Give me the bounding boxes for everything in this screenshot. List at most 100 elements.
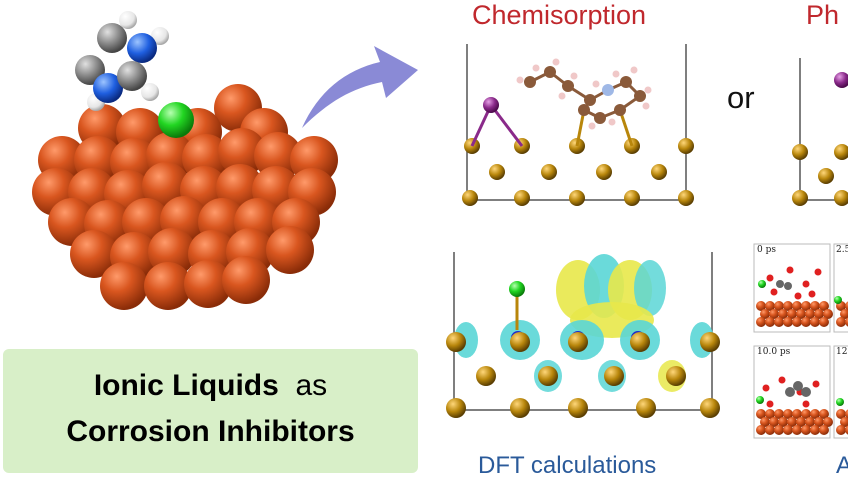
surface-atom bbox=[700, 398, 720, 418]
charge-density-lobe bbox=[634, 260, 666, 316]
surface-atom bbox=[834, 144, 848, 160]
copper-atom bbox=[218, 128, 266, 176]
md-copper-atom bbox=[845, 425, 848, 435]
md-copper-atom bbox=[774, 301, 784, 311]
md-copper-atom bbox=[810, 425, 820, 435]
hydrogen-atom bbox=[642, 102, 650, 110]
molecule-atom bbox=[620, 76, 632, 88]
surface-atom bbox=[678, 190, 694, 206]
md-copper-atom bbox=[765, 425, 775, 435]
surface-atom bbox=[476, 366, 496, 386]
physisorption-title-partial: Ph bbox=[806, 0, 840, 30]
dft-charge-density-panel bbox=[446, 252, 720, 418]
surface-atom bbox=[651, 164, 667, 180]
md-copper-atom bbox=[805, 309, 815, 319]
md-oxygen-atom bbox=[766, 400, 774, 408]
md-copper-atom bbox=[783, 425, 793, 435]
surface-atom bbox=[568, 398, 588, 418]
md-copper-atom bbox=[823, 417, 833, 427]
surface-atom bbox=[792, 144, 808, 160]
md-copper-atom bbox=[778, 309, 788, 319]
md-copper-atom bbox=[819, 317, 829, 327]
md-copper-atom bbox=[814, 417, 824, 427]
md-copper-atom bbox=[783, 301, 793, 311]
md-copper-atom bbox=[774, 409, 784, 419]
md-copper-atom bbox=[756, 409, 766, 419]
md-time-label: 0 ps bbox=[757, 245, 776, 255]
hydrogen-atom bbox=[630, 66, 638, 74]
md-oxygen-atom bbox=[812, 380, 820, 388]
surface-atom bbox=[604, 366, 624, 386]
hydrogen-atom bbox=[612, 70, 620, 78]
md-copper-atom bbox=[760, 309, 770, 319]
surface-atom bbox=[514, 190, 530, 206]
chemisorption-title: Chemisorption bbox=[472, 0, 647, 30]
surface-atom bbox=[569, 190, 585, 206]
md-copper-atom bbox=[792, 301, 802, 311]
md-copper-atom bbox=[765, 317, 775, 327]
md-carbon-atom bbox=[801, 387, 811, 397]
md-chloride-atom bbox=[836, 398, 844, 406]
md-copper-atom bbox=[801, 409, 811, 419]
surface-atom bbox=[489, 164, 505, 180]
surface-atom bbox=[666, 366, 686, 386]
md-copper-atom bbox=[760, 417, 770, 427]
md-copper-atom bbox=[836, 425, 846, 435]
md-oxygen-atom bbox=[814, 268, 822, 276]
surface-atom bbox=[596, 164, 612, 180]
md-copper-atom bbox=[783, 409, 793, 419]
bond bbox=[618, 109, 634, 147]
md-copper-atom bbox=[792, 317, 802, 327]
surface-atom bbox=[624, 190, 640, 206]
md-copper-atom bbox=[774, 317, 784, 327]
curved-arrow-icon bbox=[302, 46, 418, 128]
hydrogen-atom bbox=[588, 122, 596, 130]
hydrogen-atom bbox=[558, 92, 566, 100]
md-copper-atom bbox=[769, 417, 779, 427]
molecule-atom bbox=[544, 66, 556, 78]
md-copper-atom bbox=[765, 301, 775, 311]
md-carbon-atom bbox=[793, 381, 803, 391]
aimd-caption-partial: A bbox=[836, 452, 848, 479]
copper-atom bbox=[222, 256, 270, 304]
surface-atom bbox=[568, 332, 588, 352]
copper-atom bbox=[184, 260, 232, 308]
md-oxygen-atom bbox=[770, 288, 778, 296]
md-chloride-atom bbox=[834, 296, 842, 304]
surface-atom bbox=[636, 398, 656, 418]
md-copper-atom bbox=[814, 309, 824, 319]
md-chloride-atom bbox=[758, 280, 766, 288]
bond bbox=[575, 109, 586, 147]
surface-atom bbox=[818, 168, 834, 184]
md-carbon-atom bbox=[785, 387, 795, 397]
md-copper-atom bbox=[801, 425, 811, 435]
md-oxygen-atom bbox=[808, 290, 816, 298]
md-copper-atom bbox=[845, 317, 848, 327]
molecule-atom bbox=[584, 94, 596, 106]
md-copper-atom bbox=[819, 425, 829, 435]
md-copper-atom bbox=[801, 317, 811, 327]
md-oxygen-atom bbox=[766, 274, 774, 282]
molecule-atom bbox=[578, 104, 590, 116]
md-copper-atom bbox=[805, 417, 815, 427]
banner-title-corrosion-inhibitors: Corrosion Inhibitors bbox=[66, 415, 355, 448]
md-copper-atom bbox=[792, 425, 802, 435]
md-oxygen-atom bbox=[794, 292, 802, 300]
molecule-atom bbox=[524, 76, 536, 88]
hydrogen-atom bbox=[516, 76, 524, 84]
hydrogen-atom bbox=[552, 58, 560, 66]
chloride-ion bbox=[158, 102, 194, 138]
md-copper-atom bbox=[810, 409, 820, 419]
md-oxygen-atom bbox=[778, 376, 786, 384]
md-copper-atom bbox=[836, 317, 846, 327]
md-copper-atom bbox=[819, 301, 829, 311]
md-copper-atom bbox=[774, 425, 784, 435]
md-carbon-atom bbox=[784, 282, 792, 290]
md-copper-atom bbox=[787, 417, 797, 427]
cation-molecule bbox=[75, 11, 169, 111]
md-copper-atom bbox=[796, 417, 806, 427]
md-copper-atom bbox=[792, 409, 802, 419]
md-copper-atom bbox=[801, 301, 811, 311]
md-copper-atom bbox=[845, 409, 848, 419]
